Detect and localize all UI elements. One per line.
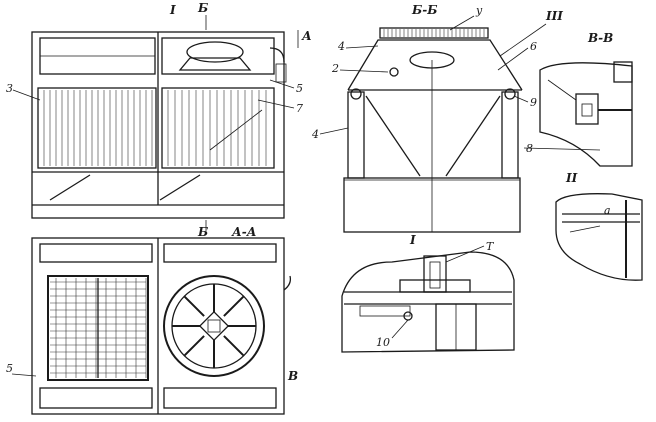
detail-ii-outline	[555, 193, 643, 281]
detail-i: I Т 10	[341, 233, 515, 353]
label-B-bottom: Б	[197, 225, 208, 239]
leader-4-side	[319, 127, 349, 135]
detail-i-spindle-core	[429, 261, 441, 289]
fan-hub	[198, 310, 230, 342]
detail-i-hub	[399, 279, 471, 293]
plan-handle	[283, 275, 292, 291]
left-radiator-frame	[37, 87, 157, 169]
leader-10	[391, 319, 409, 339]
section-bb: Б-Б у III 4 2 4 6 9 8	[311, 3, 601, 233]
label-III: III	[545, 9, 563, 23]
detail-i-outline	[341, 251, 515, 353]
vv-link	[547, 79, 577, 101]
label-part-a: а	[604, 204, 611, 217]
label-part-2: 2	[331, 62, 339, 75]
side-pipe	[269, 47, 285, 63]
section-vv: В-В	[539, 31, 633, 167]
label-I-top: I	[169, 3, 176, 17]
plan-radiator-outline	[47, 275, 149, 381]
label-section-VV: В-В	[587, 31, 613, 45]
label-part-6: 6	[530, 40, 537, 53]
plan-bottom-strip-left	[39, 387, 153, 409]
right-radiator-frame	[161, 87, 275, 169]
plan-radiator-grid	[50, 278, 147, 378]
leader-2	[339, 69, 389, 73]
bb-wheel-left	[350, 88, 362, 100]
bb-top-grille	[383, 29, 485, 37]
leader-III	[499, 23, 547, 57]
label-part-3: 3	[6, 82, 13, 95]
leader-4-top	[345, 45, 379, 49]
detail-i-spindle	[423, 255, 447, 293]
bb-top-rail	[379, 27, 489, 39]
vv-outline	[539, 62, 633, 167]
brace-2	[159, 174, 201, 201]
bb-roof	[347, 39, 523, 91]
plan-top-strip-right	[163, 243, 277, 263]
label-part-10: 10	[376, 336, 390, 349]
label-section-BB: Б-Б	[411, 3, 438, 17]
fan-hub-core	[207, 319, 221, 333]
bb-brace-right	[445, 95, 501, 177]
left-radiator-fins	[43, 90, 153, 166]
detail-ii-strap	[569, 225, 601, 233]
fan-blade	[183, 295, 205, 317]
label-II: II	[565, 171, 578, 185]
bb-brace-left	[365, 95, 421, 177]
right-radiator-fins	[167, 90, 267, 166]
bb-wheel-right	[504, 88, 516, 100]
bb-fan	[409, 51, 455, 69]
fan-housing	[178, 57, 252, 71]
bb-pulley	[389, 67, 399, 77]
plan-view-aa: 5 В	[6, 237, 298, 415]
brace-1	[49, 174, 91, 201]
label-A: А	[301, 29, 312, 43]
leader-T	[445, 245, 485, 263]
fan-top-hub	[186, 41, 244, 63]
detail-i-bracket	[359, 305, 411, 317]
side-view-assembly: I Б А 3 5 7 Б А-А	[6, 1, 312, 239]
label-part-T: Т	[486, 240, 495, 253]
bb-left-column	[347, 91, 365, 179]
leader-5-top	[269, 79, 295, 89]
plan-top-strip-left	[39, 243, 153, 263]
leader-8	[523, 147, 601, 151]
vv-bolt	[581, 103, 593, 117]
fan-blade	[183, 335, 205, 357]
fan-outer-ring	[163, 275, 265, 377]
label-part-7: 7	[296, 102, 303, 115]
vv-bolt-block	[575, 93, 599, 125]
leader-3	[12, 89, 41, 101]
label-part-5-bottom: 5	[6, 362, 13, 375]
label-I-detail: I	[409, 233, 416, 247]
right-top-box	[161, 37, 275, 75]
vv-flange	[613, 61, 633, 83]
leader-y	[449, 15, 475, 31]
leader-5-bottom	[11, 373, 37, 377]
label-part-5-top: 5	[296, 82, 303, 95]
leader-9	[513, 95, 529, 103]
side-handle	[275, 63, 287, 83]
fan-blade	[223, 295, 245, 317]
label-section-AA: А-А	[231, 225, 257, 239]
label-B-top: Б	[197, 1, 208, 15]
leader-7	[257, 99, 295, 109]
bb-right-column	[501, 91, 519, 179]
label-V-right: В	[287, 369, 298, 383]
brace-3	[209, 109, 263, 151]
plan-bottom-strip-right	[163, 387, 277, 409]
label-part-y: у	[475, 4, 483, 17]
label-part-9: 9	[530, 96, 537, 109]
fan-blades	[172, 284, 256, 368]
detail-ii: II а	[555, 171, 643, 281]
label-part-4-top: 4	[337, 40, 345, 53]
fan-blade	[223, 335, 245, 357]
leader-6	[497, 47, 529, 71]
label-part-4-side: 4	[311, 128, 319, 141]
